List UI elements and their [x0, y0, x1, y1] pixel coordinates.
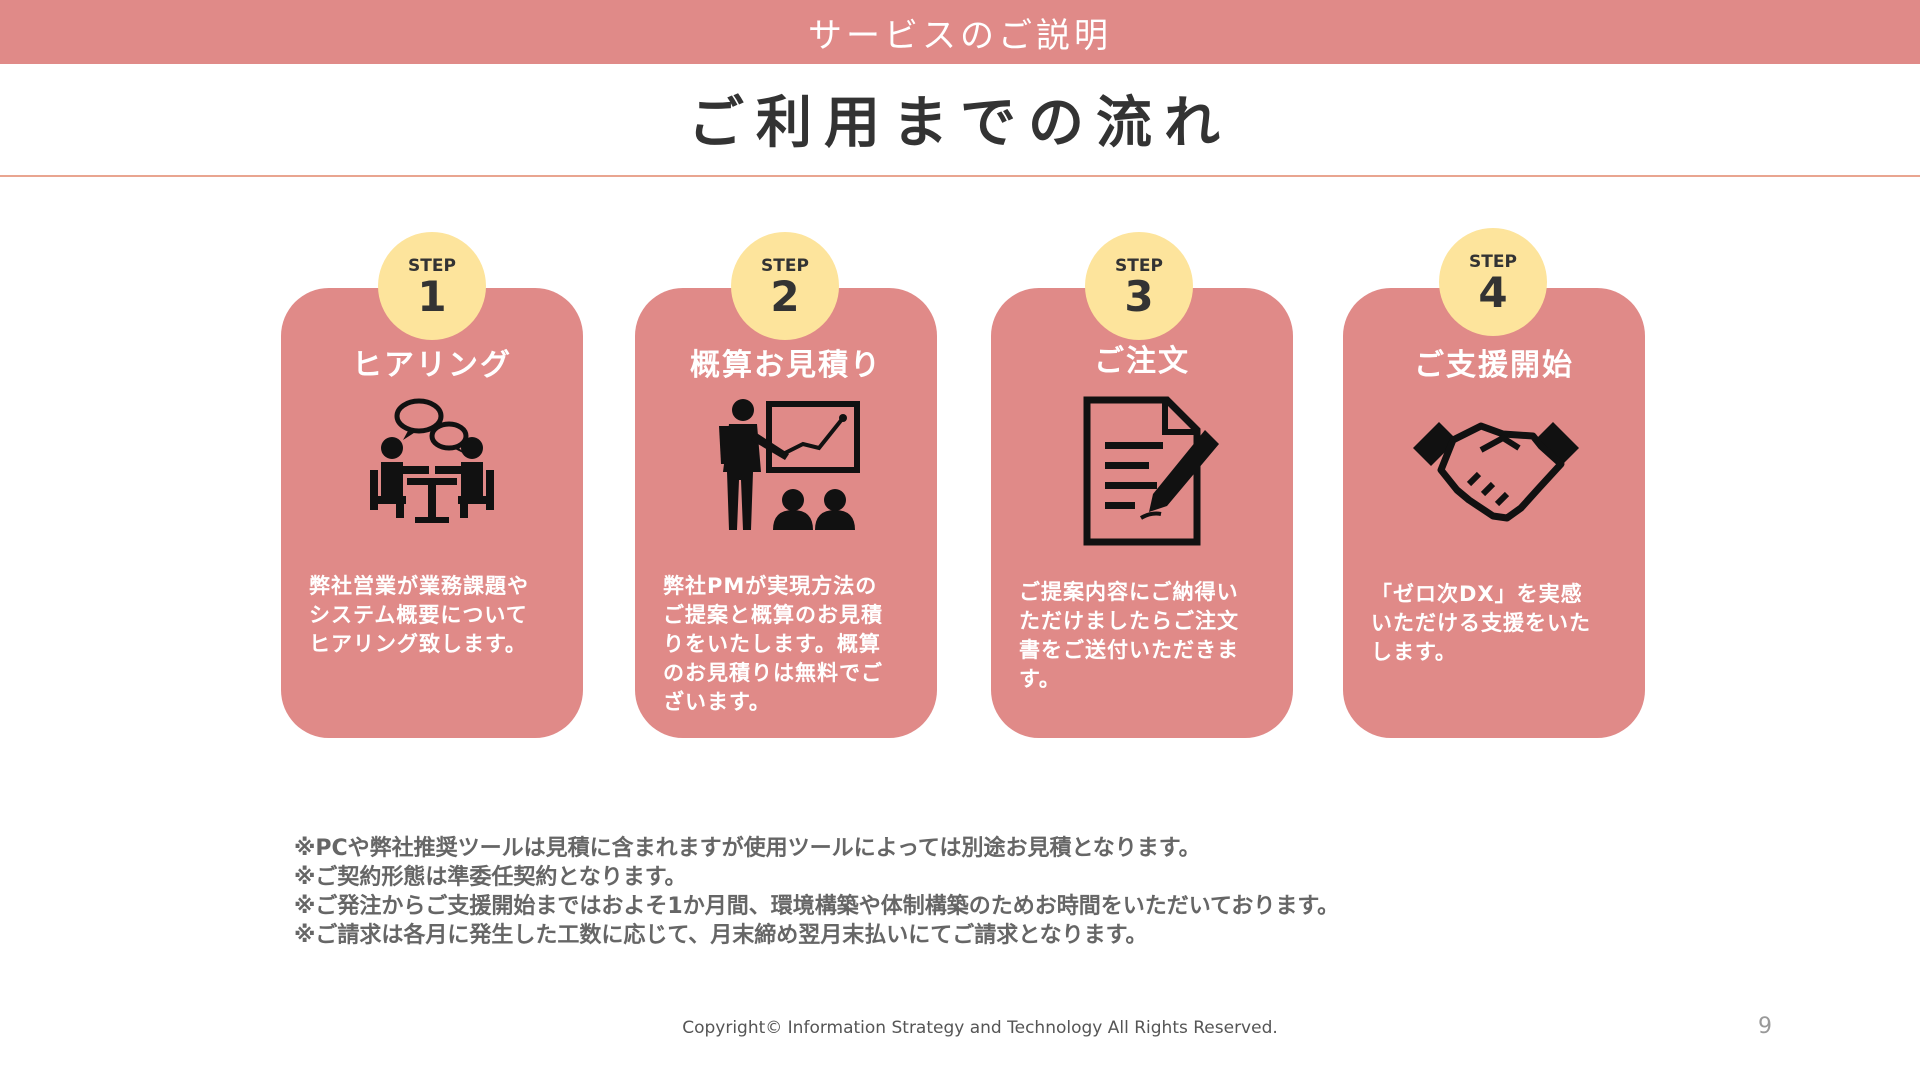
step-description-line: ざいます。	[663, 690, 771, 714]
step-description-line: 弊社PMが実現方法の	[663, 574, 878, 598]
step-description-line: ヒアリング致します。	[309, 632, 527, 656]
step-description-line: りをいたします。概算	[663, 632, 881, 656]
step-number: 3	[1124, 272, 1154, 321]
step-description-line: す。	[1019, 667, 1061, 691]
step-description-line: 弊社営業が業務課題や	[309, 574, 529, 598]
step-badge-label: STEP	[1115, 256, 1163, 276]
copyright: Copyright© Information Strategy and Tech…	[682, 1018, 1278, 1038]
step-badge-label: STEP	[408, 256, 456, 276]
page-title: ご利用までの流れ	[688, 91, 1232, 156]
step-description: 「ゼロ次DX」を実感 いただける支援をいた します。	[1371, 580, 1623, 667]
step-description: 弊社PMが実現方法の ご提案と概算のお見積 りをいたします。概算 のお見積りは無…	[663, 572, 915, 717]
section-label: サービスのご説明	[808, 15, 1112, 56]
title-divider	[0, 175, 1920, 177]
step-description-line: ただけましたらご注文	[1019, 609, 1239, 633]
step-description-line: ご提案と概算のお見積	[663, 603, 883, 627]
step-title: 概算お見積り	[690, 348, 882, 383]
note-line: ※ご請求は各月に発生した工数に応じて、月末締め翌月末払いにてご請求となります。	[294, 923, 1148, 948]
step-badge-label: STEP	[1469, 252, 1517, 272]
step-description: ご提案内容にご納得い ただけましたらご注文 書をご送付いただきま す。	[1019, 578, 1271, 694]
step-card-3: ご注文 ご提案内容にご納得い ただけましたらご注文 書をご送付いただきま す。	[991, 288, 1293, 738]
step-badge-4: STEP 4	[1439, 228, 1547, 336]
step-description-line: いただける支援をいた	[1371, 611, 1591, 635]
step-badge-3: STEP 3	[1085, 232, 1193, 340]
step-description: 弊社営業が業務課題や システム概要について ヒアリング致します。	[309, 572, 561, 659]
step-description-line: システム概要について	[309, 603, 528, 627]
step-card-2: 概算お見積り 弊社PMが実現方法の ご提案と概算のお見積	[635, 288, 937, 738]
step-description-line: 「ゼロ次DX」を実感	[1371, 582, 1583, 606]
note-line: ※PCや弊社推奨ツールは見積に含まれますが使用ツールによっては別途お見積となりま…	[294, 836, 1201, 861]
step-badge-1: STEP 1	[378, 232, 486, 340]
page-number: 9	[1758, 1014, 1772, 1039]
contract-signing-icon	[1083, 396, 1219, 546]
step-card-1: ヒアリング	[281, 288, 583, 738]
step-number: 1	[417, 272, 447, 321]
handshake-icon	[1413, 422, 1579, 522]
step-title: ご支援開始	[1414, 348, 1574, 383]
step-description-line: 書をご送付いただきま	[1019, 638, 1239, 662]
presentation-icon	[719, 399, 860, 530]
step-description-line: のお見積りは無料でご	[663, 661, 883, 685]
note-line: ※ご発注からご支援開始まではおよそ1か月間、環境構築や体制構築のためお時間をいた…	[294, 894, 1340, 919]
step-number: 4	[1478, 268, 1508, 317]
step-title: ヒアリング	[352, 348, 512, 383]
step-description-line: ご提案内容にご納得い	[1019, 580, 1239, 604]
step-card-4: ご支援開始 「ゼロ次DX」を実感 いただける支援をいた します。	[1343, 288, 1645, 738]
meeting-icon	[370, 398, 494, 523]
notes: ※PCや弊社推奨ツールは見積に含まれますが使用ツールによっては別途お見積となりま…	[294, 834, 1694, 950]
step-badge-2: STEP 2	[731, 232, 839, 340]
note-line: ※ご契約形態は準委任契約となります。	[294, 865, 687, 890]
step-description-line: します。	[1371, 640, 1457, 664]
step-number: 2	[770, 272, 800, 321]
step-badge-label: STEP	[761, 256, 809, 276]
step-title: ご注文	[1094, 344, 1190, 379]
section-header-bar: サービスのご説明	[0, 0, 1920, 64]
